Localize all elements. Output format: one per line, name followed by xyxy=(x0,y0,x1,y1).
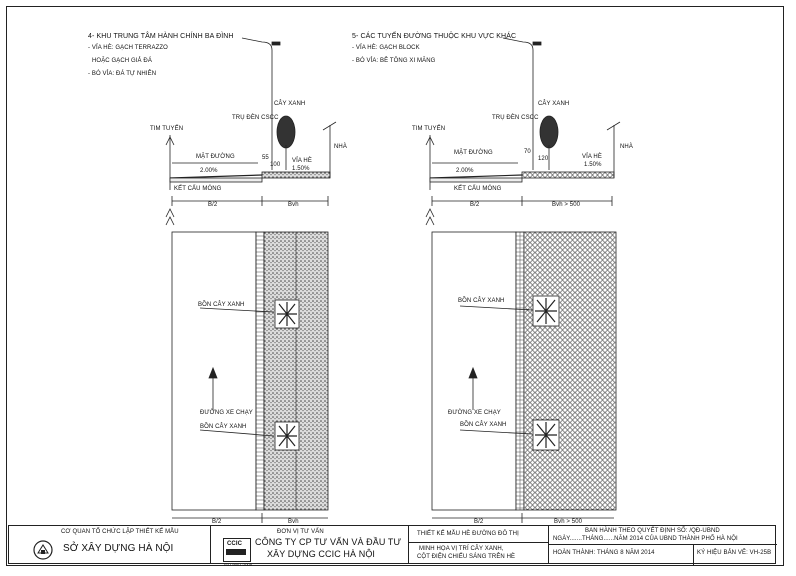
tree-symbol xyxy=(276,115,296,149)
label-tree-pit: BỒN CÂY XANH xyxy=(460,422,507,428)
label-tree-pit: BỒN CÂY XANH xyxy=(458,298,505,304)
dim-pit: 120 xyxy=(538,156,549,162)
label-light-pole: TRỤ ĐÈN CSCC xyxy=(492,115,539,121)
section-heading: 5- CÁC TUYẾN ĐƯỜNG THUỘC KHU VỰC KHÁC xyxy=(352,33,517,40)
logo-subtext: ISO 9001:2008 xyxy=(224,562,253,567)
note-sidewalk-alt: HOẶC GẠCH GIẢ ĐÁ xyxy=(92,58,152,64)
decision-line1: BAN HÀNH THEO QUYẾT ĐỊNH SỐ: /QĐ-UBND xyxy=(585,528,720,534)
label-road-surface: MẶT ĐƯỜNG xyxy=(454,150,493,156)
seal-icon xyxy=(33,540,53,560)
completion-date: HOÀN THÀNH: THÁNG 8 NĂM 2014 xyxy=(553,550,655,556)
logo-text: CCIC xyxy=(227,541,243,547)
dim-sidewalk-width: Bvh > 500 xyxy=(552,202,581,208)
agency-name: SỞ XÂY DỰNG HÀ NỘI xyxy=(63,543,174,554)
label-tree: CÂY XANH xyxy=(538,101,570,107)
label-carriageway: ĐƯỜNG XE CHẠY xyxy=(448,410,501,416)
decision-cell: BAN HÀNH THEO QUYẾT ĐỊNH SỐ: /QĐ-UBND NG… xyxy=(549,526,777,565)
label-carriageway: ĐƯỜNG XE CHẠY xyxy=(200,410,253,416)
right-cross-section xyxy=(425,37,621,523)
label-foundation: KẾT CẤU MÓNG xyxy=(174,186,222,192)
drawing-title-line2: CỘT ĐIỆN CHIẾU SÁNG TRÊN HÈ xyxy=(417,554,516,560)
label-tree-pit: BỒN CÂY XANH xyxy=(198,302,245,308)
dim-sidewalk-width: Bvh xyxy=(288,202,299,208)
dim-half-road: B/2 xyxy=(470,202,480,208)
consultant-label: ĐƠN VỊ TƯ VẤN xyxy=(277,529,324,535)
dim-half-road: B/2 xyxy=(208,202,218,208)
street-light-pole xyxy=(502,37,534,170)
dim-half-road-bottom: B/2 xyxy=(474,519,484,525)
consultant-cell: ĐƠN VỊ TƯ VẤN CCIC ISO 9001:2008 CÔNG TY… xyxy=(211,526,409,567)
label-sidewalk: VỈA HÈ xyxy=(582,154,602,160)
label-light-pole: TRỤ ĐÈN CSCC xyxy=(232,115,279,121)
note-curb: - BÓ VỈA: ĐÁ TỰ NHIÊN xyxy=(88,71,157,77)
street-light-pole xyxy=(241,37,273,170)
label-centerline: TIM TUYẾN xyxy=(150,126,184,132)
drawing-title-cell: THIẾT KẾ MẪU HÈ ĐƯỜNG ĐÔ THỊ MINH HỌA VỊ… xyxy=(409,526,549,563)
agency-cell: CƠ QUAN TỔ CHỨC LẬP THIẾT KẾ MẪU SỞ XÂY … xyxy=(9,526,211,563)
dim-curb: 55 xyxy=(262,155,269,161)
label-house: NHÀ xyxy=(334,144,347,150)
dim-pit: 100 xyxy=(270,162,281,168)
ccic-logo-icon: CCIC ISO 9001:2008 xyxy=(223,538,252,567)
slope-road: 2.00% xyxy=(456,168,474,174)
tree-symbol xyxy=(539,115,559,149)
slope-road: 2.00% xyxy=(200,168,218,174)
consultant-line1: CÔNG TY CP TƯ VẤN VÀ ĐẦU TƯ xyxy=(255,537,402,547)
title-block: CƠ QUAN TỔ CHỨC LẬP THIẾT KẾ MẪU SỞ XÂY … xyxy=(8,525,777,567)
label-centerline: TIM TUYẾN xyxy=(412,126,446,132)
section-heading: 4- KHU TRUNG TÂM HÀNH CHÍNH BA ĐÌNH xyxy=(88,33,234,40)
slope-sidewalk: 1.50% xyxy=(292,166,310,172)
label-tree-pit: BỒN CÂY XANH xyxy=(200,424,247,430)
label-house: NHÀ xyxy=(620,144,633,150)
label-sidewalk: VỈA HÈ xyxy=(292,158,312,164)
dim-sidewalk-bottom: Bvh xyxy=(288,519,299,525)
dim-curb: 70 xyxy=(524,149,531,155)
dim-half-road-bottom: B/2 xyxy=(212,519,222,525)
drawing-title-line1: MINH HỌA VỊ TRÍ CÂY XANH, xyxy=(419,546,504,552)
note-curb: - BÓ VỈA: BÊ TÔNG XI MĂNG xyxy=(352,58,436,64)
dim-sidewalk-bottom: Bvh > 500 xyxy=(554,519,583,525)
decision-line2: NGÀY.......THÁNG......NĂM 2014 CỦA UBND … xyxy=(553,536,738,542)
slope-sidewalk: 1.50% xyxy=(584,162,602,168)
label-road-surface: MẶT ĐƯỜNG xyxy=(196,154,235,160)
label-foundation: KẾT CẤU MÓNG xyxy=(454,186,502,192)
drawing-sheet-border xyxy=(6,6,784,566)
label-tree: CÂY XANH xyxy=(274,101,306,107)
note-sidewalk: - VỈA HÈ: GẠCH BLOCK xyxy=(352,45,420,51)
project-title: THIẾT KẾ MẪU HÈ ĐƯỜNG ĐÔ THỊ xyxy=(417,531,519,537)
note-sidewalk: - VỈA HÈ: GẠCH TERRAZZO xyxy=(88,45,168,51)
left-cross-section xyxy=(165,37,337,523)
consultant-line2: XÂY DỰNG CCIC HÀ NỘI xyxy=(267,549,376,559)
sheet-code: KÝ HIỆU BẢN VẼ: VH-25B xyxy=(697,550,772,556)
agency-label: CƠ QUAN TỔ CHỨC LẬP THIẾT KẾ MẪU xyxy=(61,529,179,535)
